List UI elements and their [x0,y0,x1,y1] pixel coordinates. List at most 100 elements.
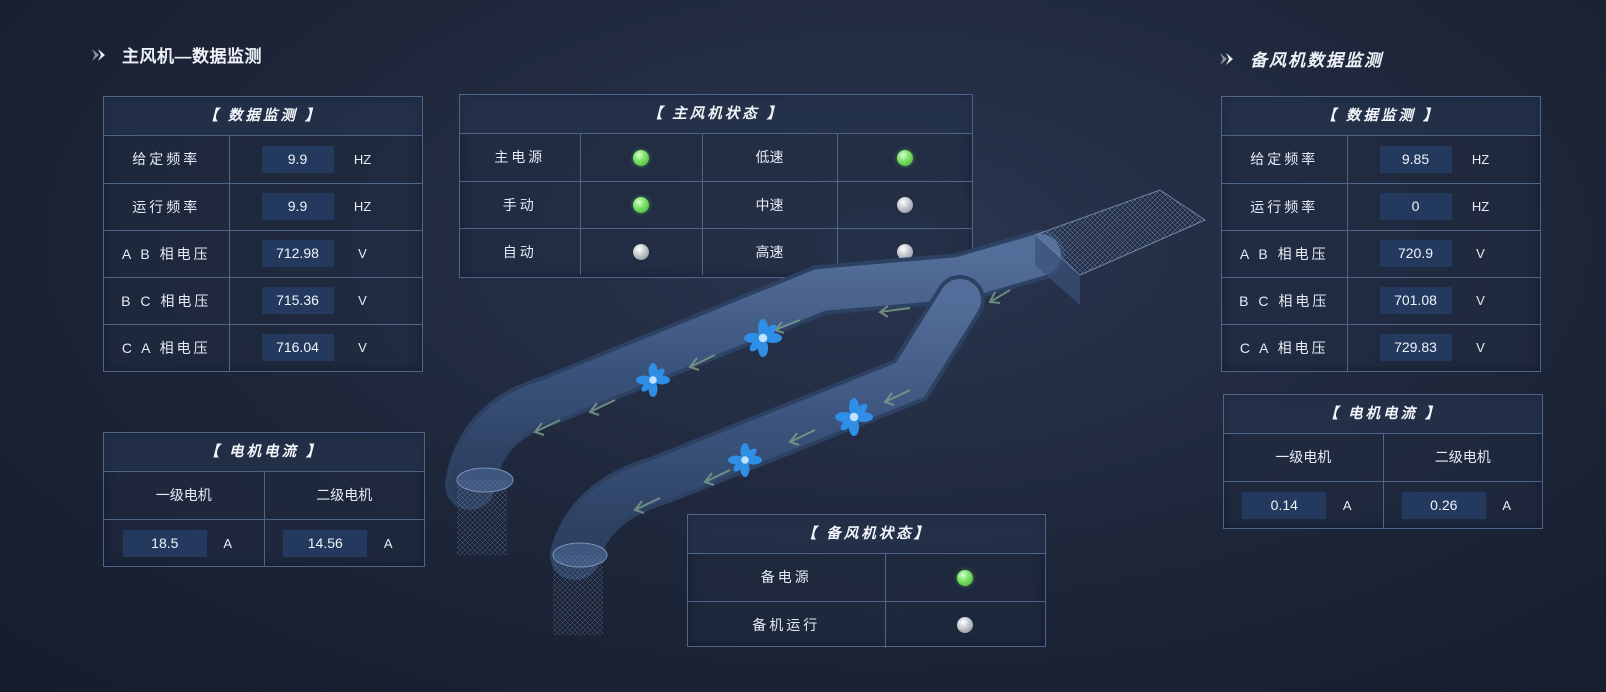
main-data-header: 【 数据监测 】 [104,97,422,136]
data-row: A B 相电压 712.98 V [104,229,422,278]
backup-motor2-label: 二级电机 [1382,434,1542,482]
row-unit: V [1476,340,1485,356]
fan-icon [835,398,873,436]
row-label: C A 相电压 [104,323,230,371]
status-indicator-icon [896,149,913,166]
lower-duct [550,275,985,580]
motor1-current-unit: A [223,535,233,551]
data-row: A B 相电压 720.9 V [1222,229,1540,278]
row-label: 运行频率 [104,182,230,231]
status-row: 自动高速 [460,227,972,275]
backup-motor2-current-unit: A [1502,497,1512,513]
status-indicator-icon [896,197,913,214]
chevron-right-icon [1220,52,1233,65]
data-row: 给定频率 9.9 HZ [104,136,422,184]
row-label: 给定频率 [104,136,230,184]
row-label: B C 相电压 [104,276,230,325]
row-label: 给定频率 [1222,136,1348,184]
backup-current-table: 一级电机 二级电机 0.14 A 0.26 A [1224,434,1542,529]
main-status-header: 【 主风机状态 】 [460,95,972,134]
data-row: 给定频率 9.85 HZ [1222,136,1540,184]
main-section-title: 主风机—数据监测 [90,42,262,67]
status-indicator-icon [957,617,974,634]
backup-motor2-current-value: 0.26 [1401,491,1486,519]
main-status-panel: 【 主风机状态 】 主电源低速手动中速自动高速 [459,94,973,278]
intake-box [1034,189,1207,305]
backup-section-title: 备风机数据监测 [1218,46,1383,71]
row-value: 729.83 [1379,334,1452,362]
main-current-table: 一级电机 二级电机 18.5 A 14.56 A [104,472,424,567]
backup-status-panel: 【 备风机状态】 备电源备机运行 [687,514,1046,648]
fan-icon [744,319,782,357]
row-value: 9.85 [1379,145,1452,173]
row-unit: V [1476,293,1485,308]
backup-status-header: 【 备风机状态】 [688,515,1045,554]
fan-icons [636,319,873,477]
backup-title-text: 备风机数据监测 [1250,51,1383,70]
row-unit: HZ [1471,151,1490,167]
main-current-header: 【 电机电流 】 [104,433,424,472]
status-label: 备机运行 [688,600,886,648]
row-label: C A 相电压 [1222,323,1348,371]
row-label: A B 相电压 [104,229,230,278]
backup-motor1-current-unit: A [1342,497,1352,513]
backup-current-panel: 【 电机电流 】 一级电机 二级电机 0.14 A 0.26 A [1223,394,1543,529]
status-indicator-icon [896,244,913,261]
main-title-text: 主风机—数据监测 [122,47,262,66]
row-label: B C 相电压 [1222,276,1348,325]
row-unit: V [358,293,367,308]
motor2-current-unit: A [383,535,393,551]
row-label: 运行频率 [1222,182,1348,231]
motor1-label: 一级电机 [104,472,265,520]
row-value: 720.9 [1379,240,1452,267]
row-value: 712.98 [261,240,334,267]
main-status-table: 主电源低速手动中速自动高速 [460,134,972,275]
row-unit: V [1476,246,1485,261]
status-label: 自动 [460,227,581,275]
row-value: 701.08 [1379,287,1452,314]
backup-motor1-label: 一级电机 [1224,434,1384,482]
status-indicator-icon [957,569,974,586]
row-value: 9.9 [261,193,334,220]
status-label: 中速 [701,180,838,229]
row-value: 0 [1379,193,1452,220]
status-indicator-icon [633,197,649,214]
chevron-right-icon [92,48,105,61]
duct-diagram [445,189,1207,635]
data-row: 运行频率 9.9 HZ [104,182,422,231]
motor2-current-value: 14.56 [283,529,368,557]
status-row: 备电源 [688,554,1045,602]
fan-icon [728,443,762,477]
outlet-right [552,542,608,635]
motor1-current-value: 18.5 [122,529,207,557]
row-value: 716.04 [261,334,334,362]
row-unit: V [358,246,367,261]
backup-motor1-current-value: 0.14 [1242,491,1327,519]
row-value: 715.36 [261,287,334,314]
backup-status-table: 备电源备机运行 [688,554,1045,648]
fan-icon [636,363,670,397]
status-row: 主电源低速 [460,134,972,182]
row-unit: HZ [1471,199,1490,214]
motor2-label: 二级电机 [263,472,424,520]
status-indicator-icon [633,149,649,166]
data-row: C A 相电压 729.83 V [1222,323,1540,371]
row-value: 9.9 [261,145,334,173]
airflow-arrows [533,289,1011,514]
status-row: 备机运行 [688,600,1045,648]
row-unit: HZ [353,151,372,167]
status-indicator-icon [633,244,649,261]
outlet-left [456,467,514,555]
row-unit: HZ [353,199,372,214]
upper-duct [445,230,1065,510]
status-label: 低速 [701,134,838,182]
row-label: A B 相电压 [1222,229,1348,278]
main-current-panel: 【 电机电流 】 一级电机 二级电机 18.5 A 14.56 A [103,432,425,567]
backup-current-header: 【 电机电流 】 [1224,395,1542,434]
backup-data-header: 【 数据监测 】 [1222,97,1540,136]
